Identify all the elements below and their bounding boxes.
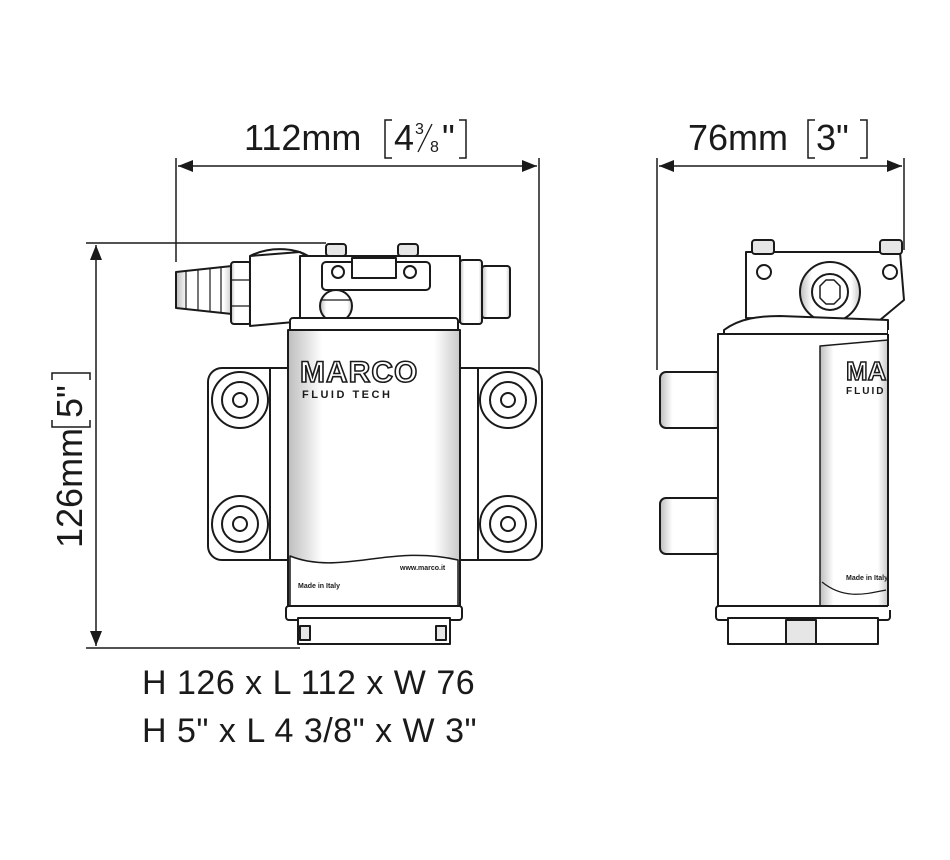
- pump-side-view: [659, 239, 905, 645]
- right-mounting-bracket: [457, 367, 543, 561]
- svg-text:www.marco.it: www.marco.it: [399, 565, 446, 572]
- height-dimension: 126mm 5": [49, 242, 326, 649]
- width-dimension: 76mm 3": [656, 117, 905, 370]
- svg-text:FLUID TECH: FLUID TECH: [846, 386, 925, 397]
- length-imperial-numerator: 3: [415, 121, 424, 138]
- svg-text:Made in Italy: Made in Italy: [298, 583, 340, 590]
- length-metric-label: 112mm: [244, 117, 361, 158]
- width-metric-label: 76mm: [688, 117, 788, 158]
- length-imperial-denominator: 8: [430, 139, 439, 156]
- inlet-hose-barb: [175, 261, 252, 325]
- height-imperial-label: 5": [49, 385, 90, 418]
- length-dimension: 112mm 4 3 8 ": [175, 117, 540, 385]
- dimension-summary-metric: H 126 x L 112 x W 76: [142, 664, 476, 702]
- width-imperial-label: 3": [816, 117, 849, 158]
- svg-text:FLUID TECH: FLUID TECH: [302, 389, 392, 401]
- svg-text:Made in Italy: Made in Italy: [846, 575, 888, 582]
- height-metric-label: 126mm: [49, 428, 90, 548]
- length-imperial-whole: 4: [394, 117, 414, 158]
- dimension-summary-imperial: H 5" x L 4 3/8" x W 3": [142, 712, 478, 750]
- left-mounting-bracket: [207, 367, 291, 561]
- length-imperial-unit: ": [442, 117, 455, 158]
- pump-front-view: [175, 243, 543, 645]
- svg-text:MARCO: MARCO: [300, 356, 418, 389]
- brand-logo-front: MARCO FLUID TECH Made in Italy www.marco…: [298, 355, 446, 590]
